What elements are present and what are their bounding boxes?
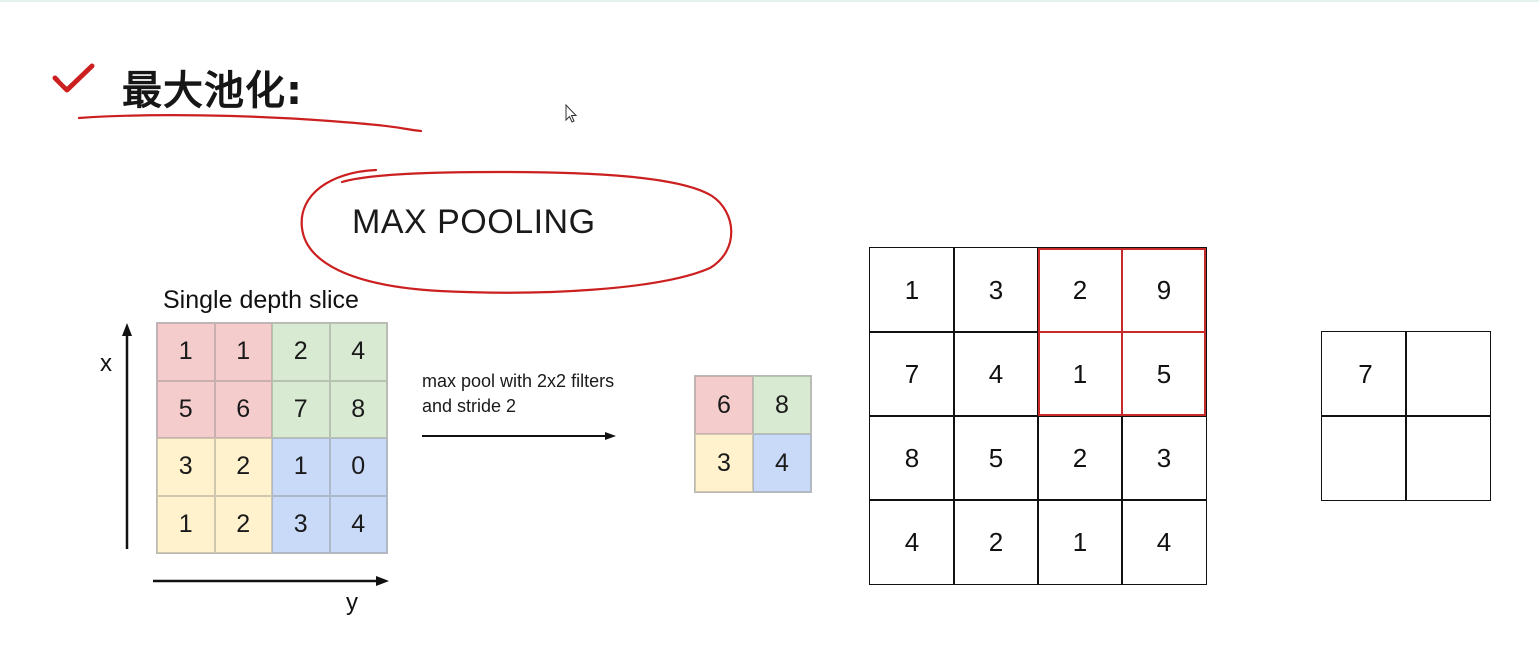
input-cell: 1	[157, 323, 215, 381]
example-input-grid: 1 3 2 9 7 4 1 5 8 5 2 3 4 2 1 4	[869, 247, 1207, 585]
highlight-horizontal-divider	[1038, 331, 1206, 333]
operation-line-2: and stride 2	[422, 396, 517, 416]
input-cell: 1	[157, 495, 215, 553]
example-cell: 8	[869, 415, 955, 501]
input-slice-grid: 1 1 2 4 5 6 7 8 3 2 1 0 1 2 3 4	[156, 322, 388, 554]
slice-title: Single depth slice	[163, 286, 359, 314]
operation-arrowhead	[605, 432, 616, 440]
max-pooling-label: MAX POOLING	[352, 203, 596, 241]
input-cell: 2	[214, 438, 272, 496]
result-cell	[1405, 415, 1491, 501]
input-cell: 5	[157, 380, 215, 438]
x-axis-arrowhead	[122, 323, 132, 336]
x-axis-label: x	[100, 350, 112, 377]
result-cell	[1321, 415, 1407, 501]
pooled-output-grid: 6 8 3 4	[694, 375, 812, 493]
example-cell: 4	[1121, 499, 1207, 585]
y-axis-arrowhead	[376, 576, 389, 586]
input-cell: 6	[214, 380, 272, 438]
example-cell: 1	[1037, 499, 1123, 585]
example-cell: 4	[953, 331, 1039, 417]
example-cell: 5	[953, 415, 1039, 501]
output-cell: 6	[695, 376, 753, 434]
operation-label: max pool with 2x2 filters and stride 2	[422, 369, 614, 419]
input-cell: 8	[329, 380, 387, 438]
input-cell: 2	[214, 495, 272, 553]
example-cell: 2	[953, 499, 1039, 585]
result-cell: 7	[1321, 331, 1407, 417]
example-cell: 3	[953, 247, 1039, 333]
input-cell: 3	[157, 438, 215, 496]
page-title: 最大池化:	[122, 68, 303, 114]
operation-line-1: max pool with 2x2 filters	[422, 371, 615, 391]
output-cell: 4	[753, 434, 811, 492]
input-cell: 0	[329, 438, 387, 496]
y-axis-label: y	[346, 589, 358, 616]
input-cell: 2	[272, 323, 330, 381]
example-cell: 1	[869, 247, 955, 333]
output-cell: 3	[695, 434, 753, 492]
title-underline	[77, 114, 423, 133]
example-result-grid: 7	[1321, 331, 1491, 501]
top-divider	[0, 0, 1539, 2]
input-cell: 7	[272, 380, 330, 438]
example-cell: 3	[1121, 415, 1207, 501]
input-cell: 3	[272, 495, 330, 553]
input-cell: 1	[214, 323, 272, 381]
input-cell: 4	[329, 495, 387, 553]
input-cell: 1	[272, 438, 330, 496]
output-cell: 8	[753, 376, 811, 434]
result-cell	[1405, 331, 1491, 417]
example-cell: 4	[869, 499, 955, 585]
example-cell: 2	[1037, 415, 1123, 501]
checkmark-icon	[52, 63, 95, 93]
example-cell: 7	[869, 331, 955, 417]
mouse-cursor-icon	[565, 103, 578, 123]
input-cell: 4	[329, 323, 387, 381]
